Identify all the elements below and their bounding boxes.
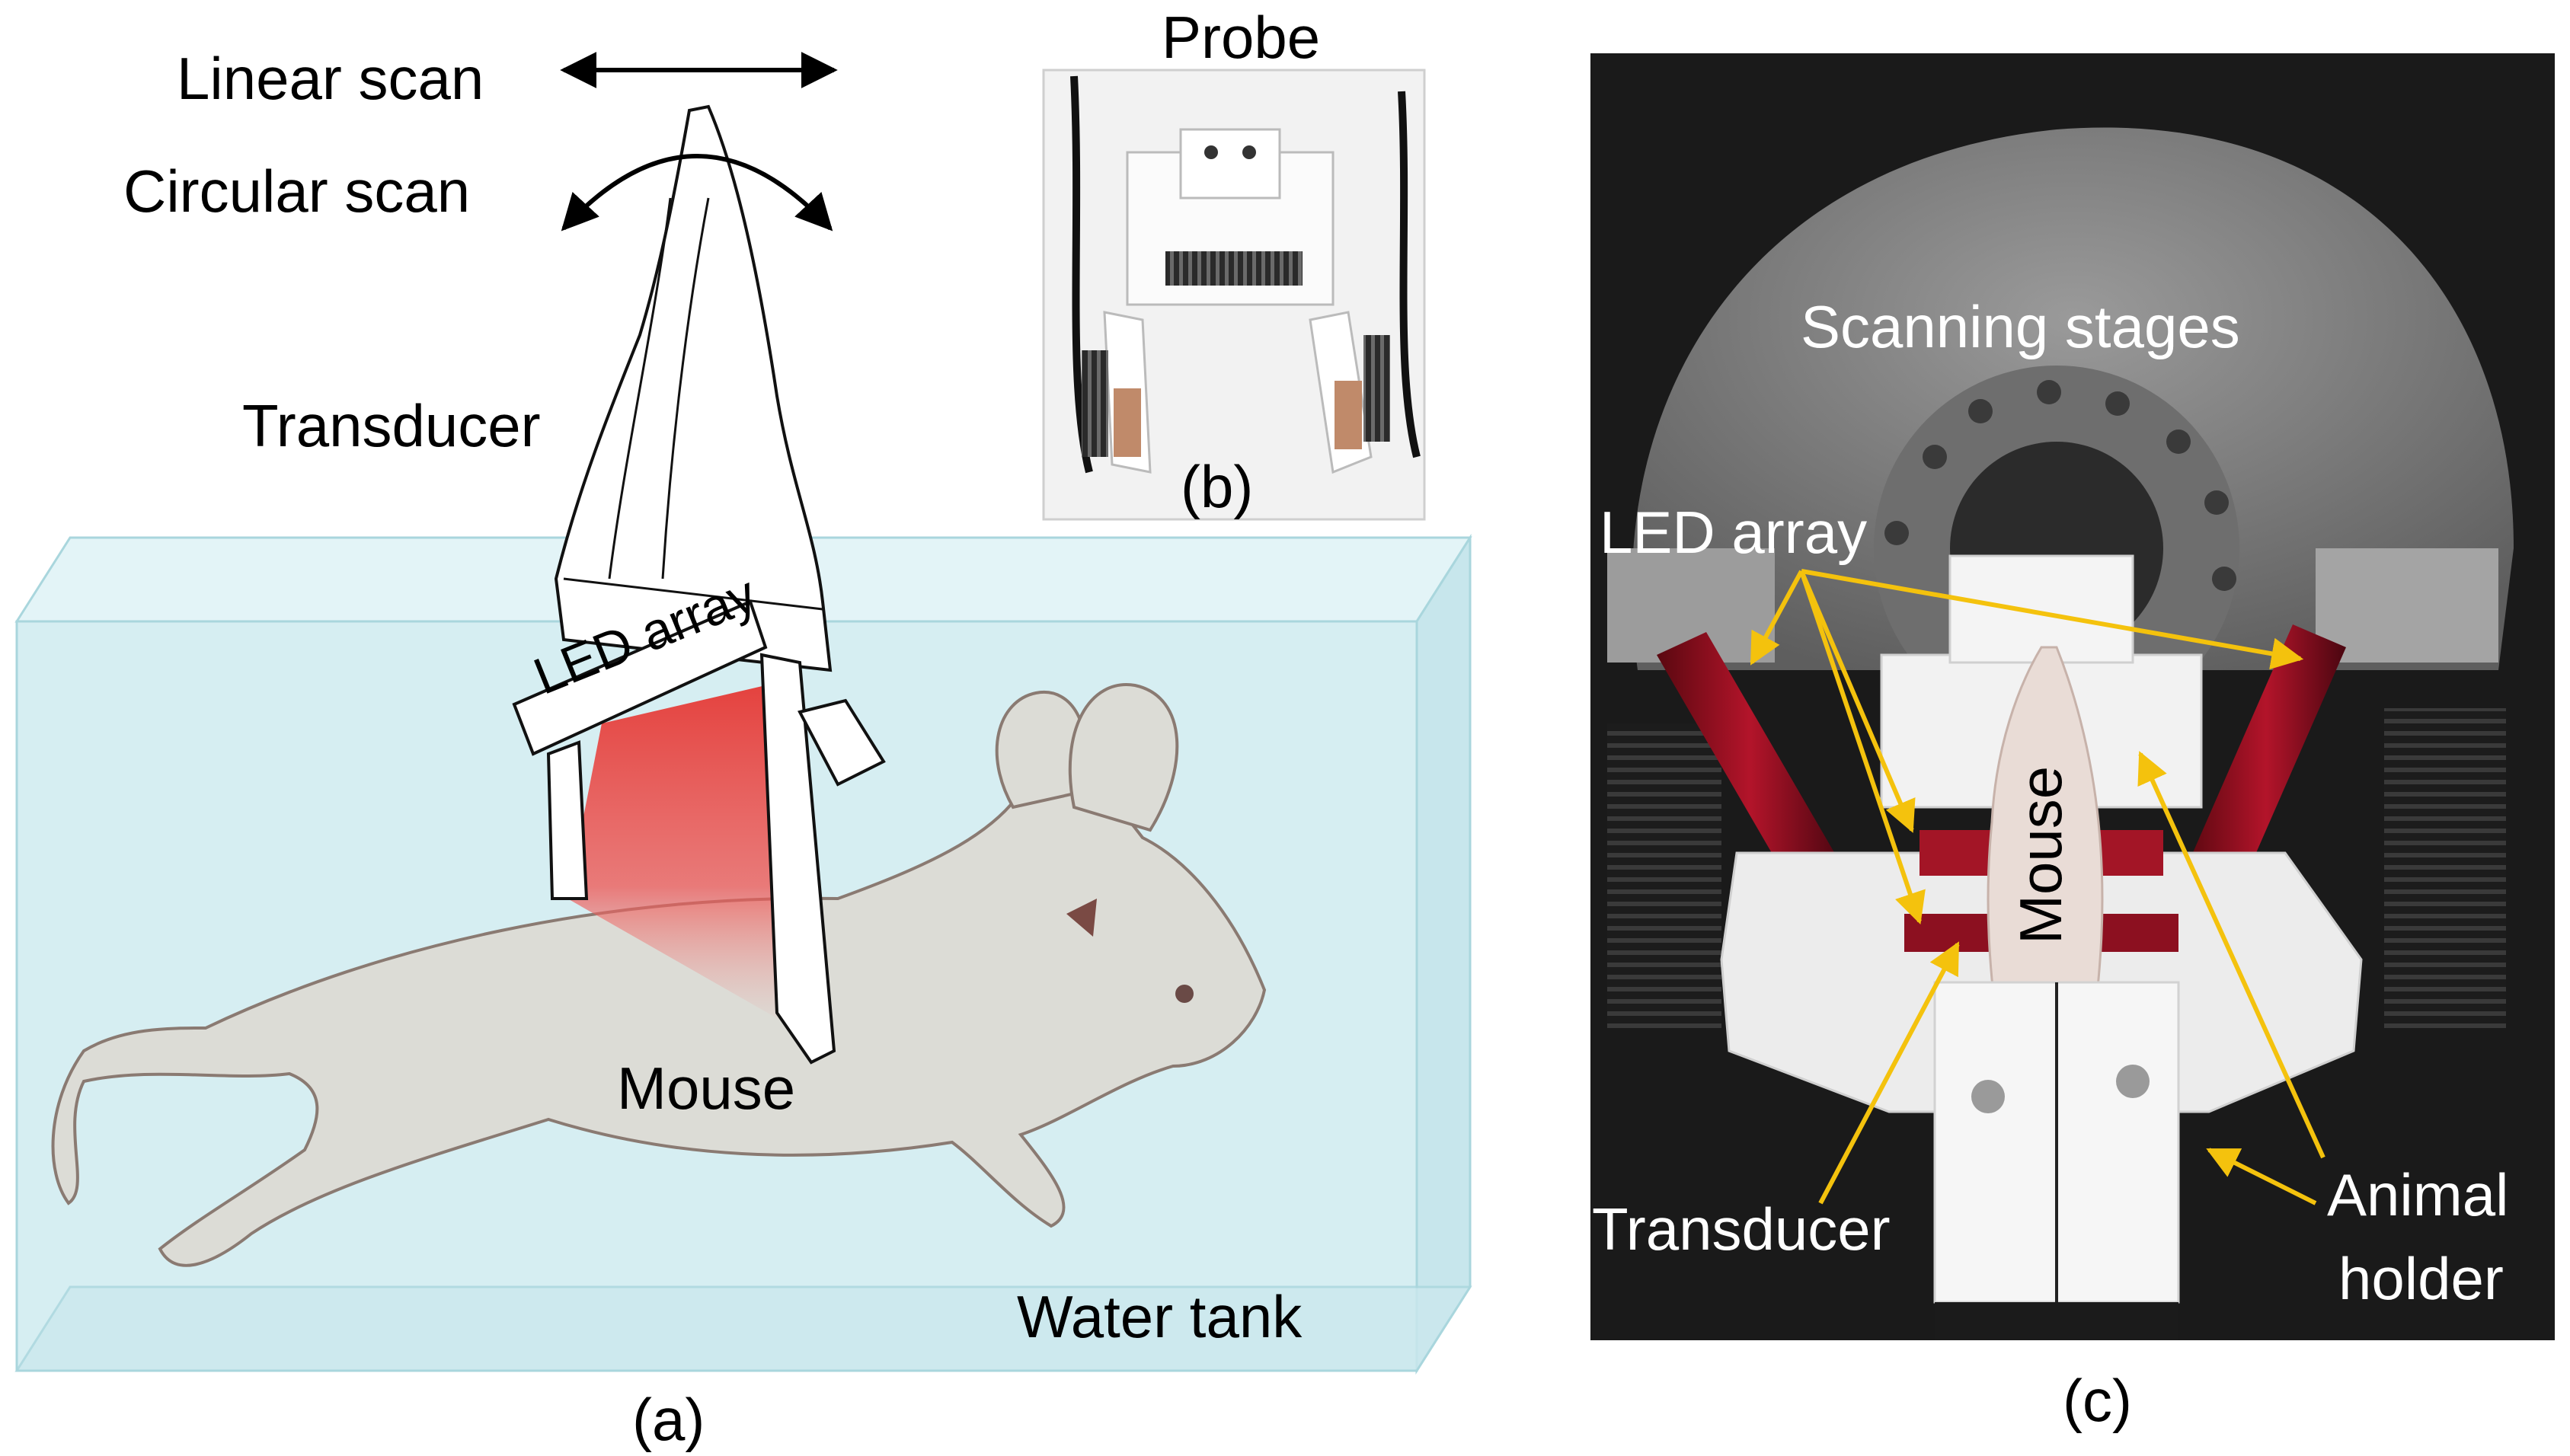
panel-c-caption: (c) xyxy=(2063,1367,2132,1434)
water-tank-right-side xyxy=(1415,533,1472,1375)
panel-c-setup-photo xyxy=(1590,53,2555,1340)
arrow-led-to-centre-2 xyxy=(1799,570,1926,924)
panel-b-caption: (b) xyxy=(1181,453,1254,520)
panel-b-probe-photo xyxy=(1042,69,1426,521)
mouse-label: Mouse xyxy=(617,1055,796,1122)
transducer-photo-label: Transducer xyxy=(1592,1196,1891,1263)
mouse-ear-front xyxy=(1068,683,1179,832)
arrow-transducer xyxy=(1818,941,1960,1205)
panel-a-diagram xyxy=(14,52,1472,1375)
arrow-led-to-right-bar xyxy=(1801,569,2304,670)
led-array-photo-label: LED array xyxy=(1600,499,1868,566)
transducer-edge-lines xyxy=(563,197,823,611)
mouse-photo-label: Mouse xyxy=(2007,765,2074,944)
arrow-led-to-centre-1 xyxy=(1799,570,1916,833)
transducer-arm-right xyxy=(759,653,836,1065)
linear-scan-label: Linear scan xyxy=(177,45,484,112)
arrow-led-to-left-bar xyxy=(1750,570,1804,666)
arrow-holder-1 xyxy=(2137,751,2325,1159)
transducer-label: Transducer xyxy=(242,392,541,459)
transducer-body xyxy=(554,104,833,672)
mouse-eye xyxy=(1175,985,1194,1003)
transducer-side-block xyxy=(798,698,886,787)
led-glow xyxy=(567,685,781,1020)
mouse-ear-inner xyxy=(1066,899,1097,937)
circular-scan-label: Circular scan xyxy=(123,158,471,225)
led-array-bar xyxy=(512,599,768,756)
probe-label: Probe xyxy=(1162,4,1321,71)
water-tank-label: Water tank xyxy=(1017,1283,1303,1350)
circular-scan-arrow xyxy=(561,154,833,231)
panel-a-caption: (a) xyxy=(632,1386,705,1453)
led-bar-left xyxy=(1657,632,1843,891)
transducer-arm-left xyxy=(546,740,589,900)
scanning-stages-label: Scanning stages xyxy=(1801,293,2240,360)
water-tank-bottom xyxy=(14,1285,1472,1372)
led-bar-right xyxy=(2186,624,2346,891)
animal-holder-label-2: holder xyxy=(2338,1245,2504,1312)
animal-holder-label-1: Animal xyxy=(2327,1161,2509,1228)
arrow-holder-2 xyxy=(2206,1148,2317,1205)
